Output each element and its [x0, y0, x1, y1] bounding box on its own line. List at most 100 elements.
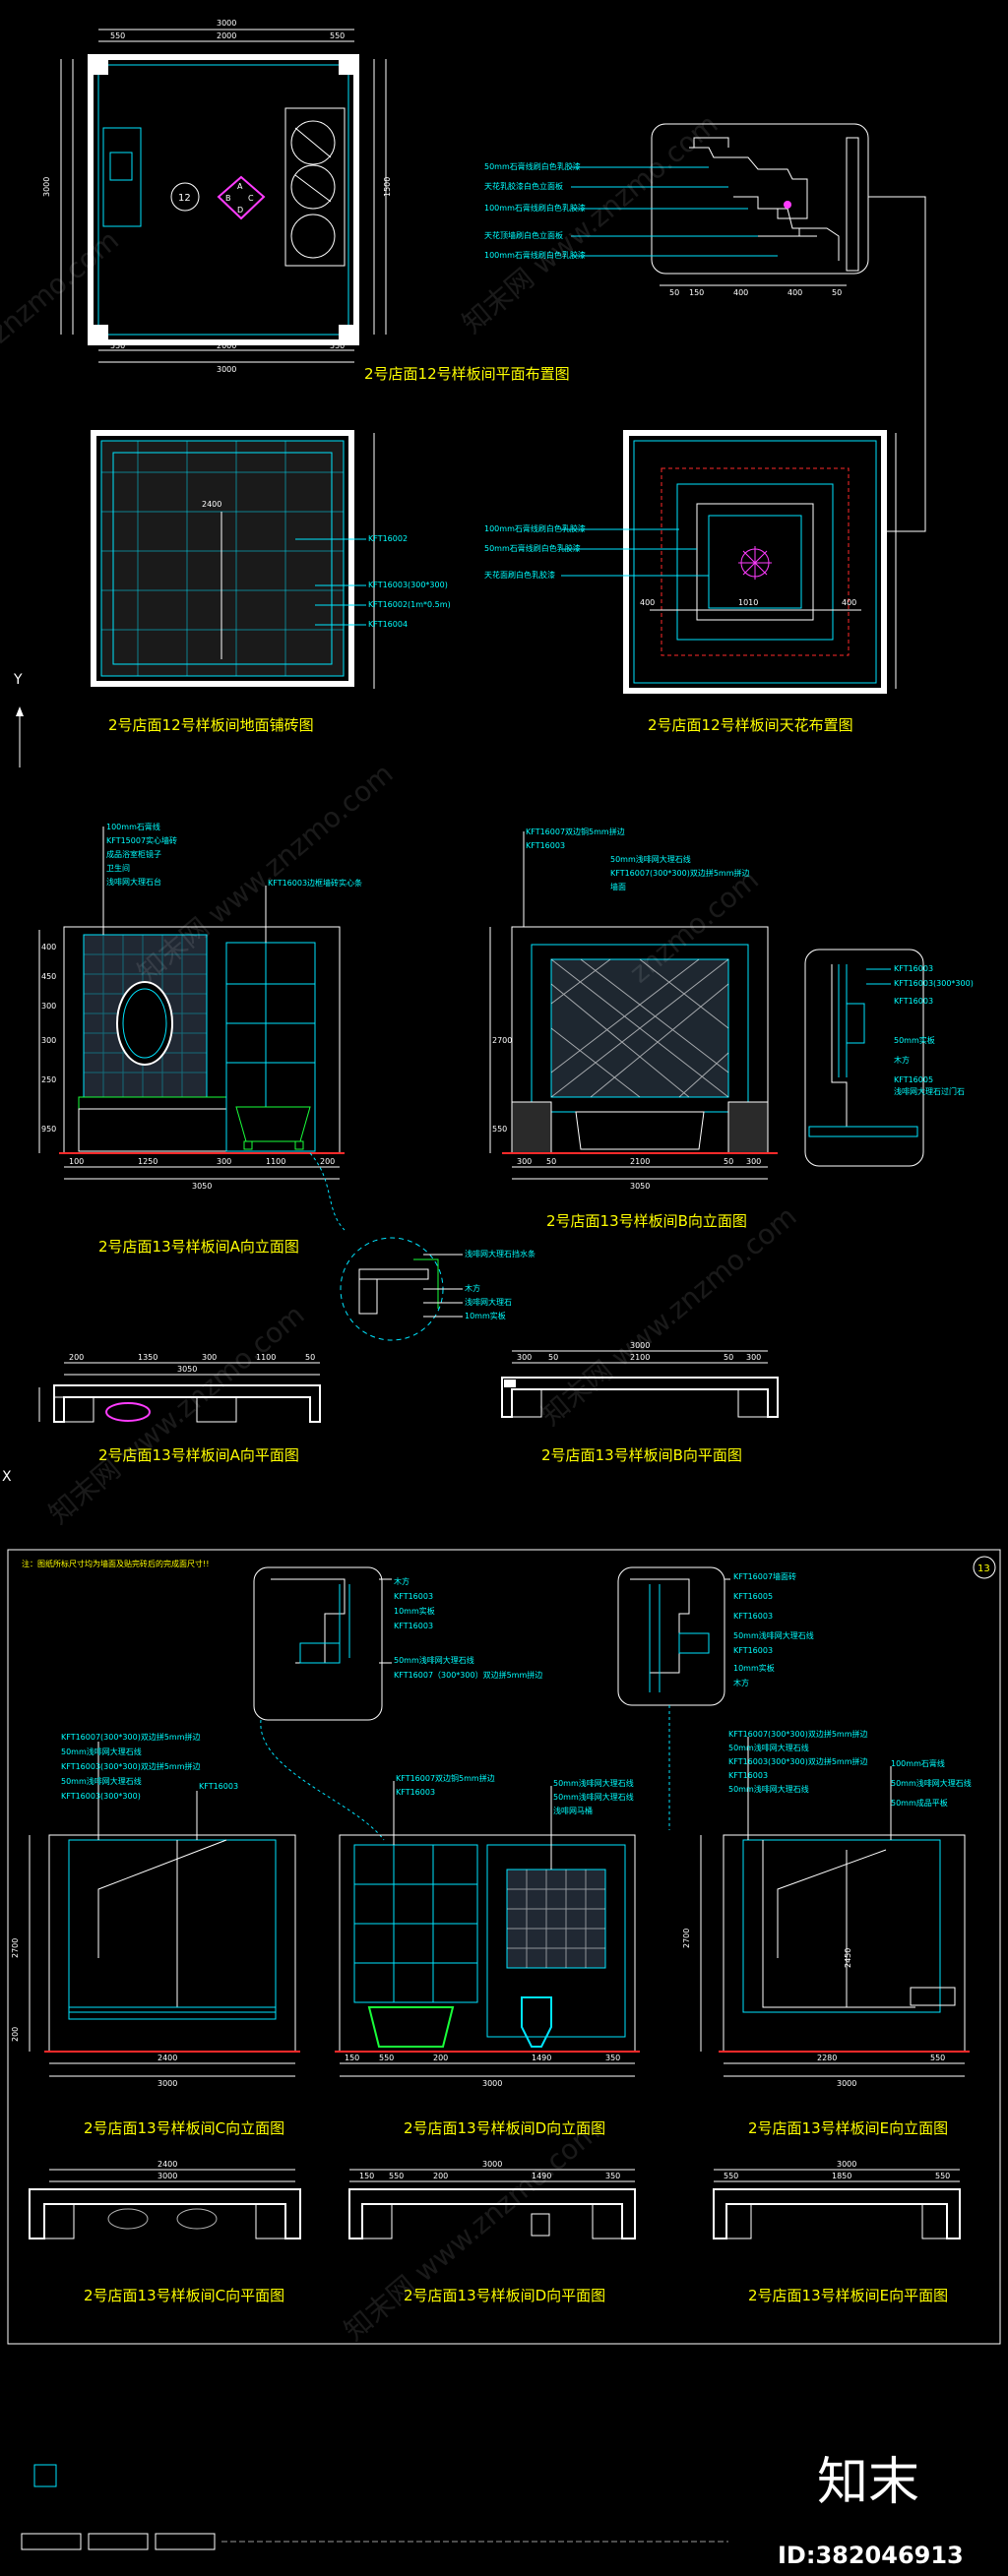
elevC-dimv-1: 200: [11, 2027, 20, 2042]
elevB-label-3: KFT16007(300*300)双边拼5mm拼边: [610, 868, 750, 878]
elevation-B-13: 2700 550 300 50 2100 50 300 3050 KFT1600…: [489, 827, 778, 1230]
elevB-dimh-3: 50: [724, 1157, 733, 1166]
ceil-dim-0: 400: [640, 598, 655, 607]
elevB-dimh-0: 300: [517, 1157, 532, 1166]
dim-plan12-bot-0: 550: [110, 341, 125, 350]
elevE-dimh-0: 2280: [817, 2054, 837, 2062]
elevC-label-4: KFT16003(300*300): [61, 1792, 141, 1801]
secC-label-1: KFT16003: [394, 1592, 433, 1601]
elevE-label-4: 50mm浅啡网大理石线: [728, 1784, 809, 1794]
elevC-label-3: 50mm浅啡网大理石线: [61, 1776, 142, 1786]
cd-dim-3: 400: [788, 288, 802, 297]
watermark-2: 知末网 www.znzmo.com: [456, 107, 724, 339]
title-planC13: 2号店面13号样板间C向平面图: [84, 2287, 284, 2304]
cd-label-2: 100mm石膏线刷白色乳胶漆: [484, 203, 586, 213]
watermark-6: 知末网 www.znzmo.com: [535, 1199, 802, 1432]
secB-label-0: KFT16003: [894, 964, 933, 973]
elevA-dimh-1: 1250: [138, 1157, 158, 1166]
section-E-detail: KFT16007墙面砖 KFT16005 KFT16003 50mm浅啡网大理石…: [617, 1566, 814, 1830]
cd-label-1: 天花乳胶漆白色立面板: [484, 181, 563, 191]
title-elevE13: 2号店面13号样板间E向立面图: [748, 2119, 948, 2137]
elevE-label-0: KFT16007(300*300)双边拼5mm拼边: [728, 1729, 868, 1739]
ceil-label-1: 50mm石膏线刷白色乳胶漆: [484, 543, 581, 553]
planE-dim-1: 1850: [832, 2172, 851, 2180]
planE-dim-2: 550: [935, 2172, 950, 2180]
plan-D-13: 3000 150 550 200 1490 350 2号店面13号样板间D向平面…: [348, 2160, 636, 2304]
axis-x-label: X: [2, 1469, 12, 1485]
elevD-rlabel-0: 50mm浅啡网大理石线: [553, 1778, 634, 1788]
elevation-A-13: 400 450 300 300 250 950 100 1250 300 110…: [38, 822, 362, 1256]
secC-label-2: 10mm实板: [394, 1606, 435, 1616]
elevA-dimv-3: 300: [41, 1036, 56, 1045]
elevE-rlabel-2: 50mm成品平板: [891, 1798, 948, 1808]
elevD-rlabel-1: 50mm浅啡网大理石线: [553, 1792, 634, 1802]
dc-label-0: 浅啡网大理石挡水条: [465, 1249, 536, 1258]
cd-dim-4: 50: [832, 288, 842, 297]
elevB-total: 3050: [630, 1182, 650, 1191]
dim-plan12-bot-1: 2000: [217, 341, 236, 350]
panel-note: 注：图纸所标尺寸均为墙面及贴完砖后的完成面尺寸!!: [22, 1559, 209, 1568]
elevA-label-1: KFT15007实心墙砖: [106, 835, 177, 845]
dim-floor12: 2400: [202, 500, 221, 509]
planD-total: 3000: [482, 2160, 502, 2169]
dim-plan12-left: 3000: [42, 177, 51, 197]
axis-y-label: Y: [13, 672, 23, 688]
watermark-7: 知末网 www.znzmo.com: [338, 2115, 605, 2347]
dc-label-2: 浅啡网大理石: [465, 1297, 512, 1307]
plan-A-13: 200 1350 300 1100 50 3050 2号店面13号样板间A向平面…: [38, 1353, 321, 1464]
planC-dim-0: 2400: [158, 2160, 177, 2169]
elevE-label-3: KFT16003: [728, 1771, 768, 1780]
ceiling-rose: [738, 546, 772, 580]
planA-dim-3: 1100: [256, 1353, 276, 1362]
secE-label-6: 木方: [733, 1678, 749, 1687]
secE-label-4: KFT16003: [733, 1646, 773, 1655]
elevA-label-0: 100mm石膏线: [106, 822, 160, 831]
dim-plan12-top-0: 550: [110, 31, 125, 40]
elevC-label-2: KFT16003(300*300)双边拼5mm拼边: [61, 1761, 201, 1771]
secB-label-6: 浅啡网大理石过门石: [894, 1086, 965, 1096]
image-id: ID:382046913: [778, 2542, 964, 2569]
door-C: C: [248, 194, 254, 203]
floor-label-3: KFT16004: [368, 620, 408, 629]
elevB-dimh-2: 2100: [630, 1157, 650, 1166]
elevC-label-0: KFT16007(300*300)双边拼5mm拼边: [61, 1732, 201, 1742]
title-elevC13: 2号店面13号样板间C向立面图: [84, 2119, 284, 2137]
ceiling-12: 1010 400 400 100mm石膏线刷白色乳胶漆 50mm石膏线刷白色乳胶…: [484, 430, 897, 734]
elevA-dimh-3: 1100: [266, 1157, 285, 1166]
elevD-rlabel-2: 浅啡网马桶: [553, 1806, 593, 1815]
elevA-total: 3050: [192, 1182, 212, 1191]
elevA-right-label: KFT16003边框墙砖实心条: [268, 878, 362, 888]
door-B: B: [225, 194, 231, 203]
elevD-dimh-3: 1490: [532, 2054, 551, 2062]
planC-total: 3000: [158, 2172, 177, 2180]
elevB-label-0: KFT16007双边铜5mm拼边: [526, 827, 625, 836]
elevE-dimv-0: 2700: [682, 1929, 691, 1948]
secB-label-5: KFT16005: [894, 1075, 933, 1084]
room-number-12: 12: [178, 193, 191, 204]
title-planD13: 2号店面13号样板间D向平面图: [404, 2287, 605, 2304]
elevC-dimv-0: 2700: [11, 1938, 20, 1958]
watermark-5: 知末网 www.znzmo.com: [42, 1298, 310, 1530]
section-B-detail: KFT16003 KFT16003(300*300) KFT16003 50mm…: [804, 949, 974, 1167]
planD-dim-2: 200: [433, 2172, 448, 2180]
secC-label-3: KFT16003: [394, 1622, 433, 1630]
elevE-dimv-1: 2450: [844, 1948, 852, 1968]
elevE-label-2: KFT16003(300*300)双边拼5mm拼边: [728, 1756, 868, 1766]
secE-label-0: KFT16007墙面砖: [733, 1571, 796, 1581]
ceil-dim-1: 1010: [738, 598, 758, 607]
planB-dim-3: 50: [724, 1353, 733, 1362]
elevE-dimh-1: 550: [930, 2054, 945, 2062]
dim-plan12-right: 1500: [383, 177, 392, 197]
floor-label-1: KFT16003(300*300): [368, 581, 448, 589]
cd-label-0: 50mm石膏线刷白色乳胶漆: [484, 161, 581, 171]
elevA-dimv-5: 950: [41, 1125, 56, 1134]
title-elevA13: 2号店面13号样板间A向立面图: [98, 1238, 299, 1256]
planA-dim-2: 300: [202, 1353, 217, 1362]
elevA-label-3: 卫生间: [106, 863, 130, 873]
elevB-dimh-1: 50: [546, 1157, 556, 1166]
elevation-C-13: 2700 200 2400 3000 KFT16007(300*300)双边拼5…: [11, 1732, 300, 2137]
title-planE13: 2号店面13号样板间E向平面图: [748, 2287, 948, 2304]
floor-12: 2400 KFT16002 KFT16003(300*300) KFT16002…: [91, 430, 451, 734]
elevD-dimh-0: 150: [345, 2054, 359, 2062]
